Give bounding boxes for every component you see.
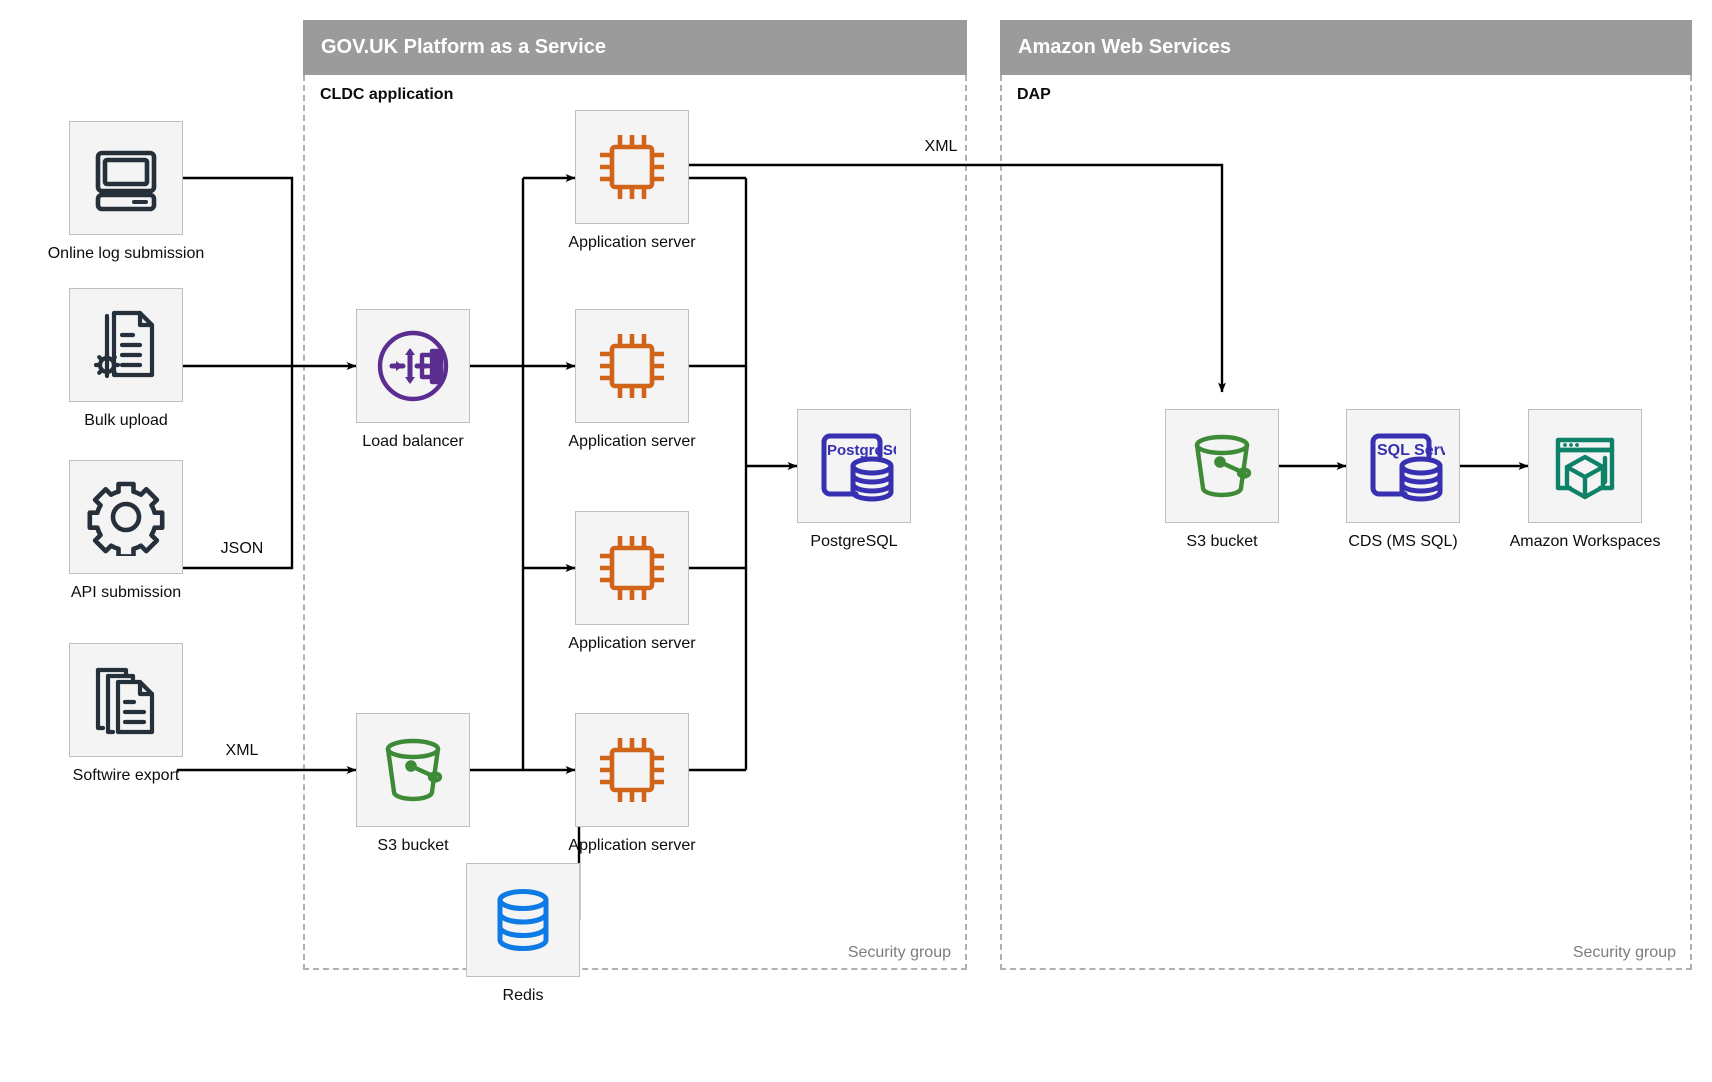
node-label-amazon-workspaces: Amazon Workspaces — [1509, 533, 1661, 550]
sql-server-badge-text: SQL Server — [1377, 442, 1445, 459]
node-label-redis: Redis — [502, 987, 544, 1004]
s3-bucket-icon — [1165, 409, 1279, 523]
sub-label-dap: DAP — [1017, 86, 1051, 103]
node-app-server-3[interactable]: Application server — [568, 511, 696, 653]
redis-database-icon — [466, 863, 580, 977]
sql-server-icon: SQL Server — [1346, 409, 1460, 523]
node-amazon-workspaces[interactable]: Amazon Workspaces — [1510, 409, 1660, 551]
node-load-balancer[interactable]: Load balancer — [356, 309, 470, 451]
edge-label-json: JSON — [220, 540, 264, 557]
node-cds-ms-sql[interactable]: SQL Server CDS (MS SQL) — [1346, 409, 1460, 551]
postgresql-icon: PostgreSQL — [797, 409, 911, 523]
node-softwire-export[interactable]: Softwire export — [69, 643, 183, 785]
documents-stack-icon — [69, 643, 183, 757]
edge-label-xml-dap: XML — [924, 138, 958, 155]
node-app-server-4[interactable]: Application server — [568, 713, 696, 855]
gear-icon — [69, 460, 183, 574]
node-label-cds-ms-sql: CDS (MS SQL) — [1348, 533, 1458, 550]
security-group-aws: Security group — [1000, 75, 1692, 970]
node-label-softwire-export: Softwire export — [72, 767, 180, 784]
security-group-paas: Security group — [303, 75, 967, 970]
group-header-aws: Amazon Web Services — [1000, 20, 1692, 75]
cpu-chip-icon — [575, 309, 689, 423]
document-gear-icon — [69, 288, 183, 402]
node-bulk-upload[interactable]: Bulk upload — [69, 288, 183, 430]
node-label-bulk-upload: Bulk upload — [84, 412, 168, 429]
node-label-app-server-2: Application server — [568, 433, 696, 450]
cpu-chip-icon — [575, 511, 689, 625]
node-postgresql[interactable]: PostgreSQL PostgreSQL — [797, 409, 911, 551]
node-online-log-submission[interactable]: Online log submission — [48, 121, 204, 263]
security-group-label-aws: Security group — [1572, 944, 1676, 961]
node-label-app-server-1: Application server — [568, 234, 696, 251]
security-group-label-paas: Security group — [847, 944, 951, 961]
amazon-workspaces-icon — [1528, 409, 1642, 523]
node-label-app-server-3: Application server — [568, 635, 696, 652]
edge-label-xml-softwire: XML — [225, 742, 259, 759]
group-title-paas: GOV.UK Platform as a Service — [321, 36, 606, 58]
cpu-chip-icon — [575, 110, 689, 224]
node-redis[interactable]: Redis — [466, 863, 580, 1005]
node-app-server-1[interactable]: Application server — [568, 110, 696, 252]
node-app-server-2[interactable]: Application server — [568, 309, 696, 451]
node-label-api-submission: API submission — [70, 584, 182, 601]
desktop-computer-icon — [69, 121, 183, 235]
cpu-chip-icon — [575, 713, 689, 827]
postgresql-badge-text: PostgreSQL — [827, 442, 896, 459]
node-label-postgresql: PostgreSQL — [810, 533, 898, 550]
node-label-app-server-4: Application server — [568, 837, 696, 854]
sub-label-cldc-application: CLDC application — [320, 86, 454, 103]
group-header-paas: GOV.UK Platform as a Service — [303, 20, 967, 75]
node-s3-bucket-aws[interactable]: S3 bucket — [1165, 409, 1279, 551]
group-title-aws: Amazon Web Services — [1018, 36, 1232, 58]
node-label-online-log-submission: Online log submission — [47, 245, 205, 262]
node-label-load-balancer: Load balancer — [362, 433, 464, 450]
node-api-submission[interactable]: API submission — [69, 460, 183, 602]
load-balancer-icon — [356, 309, 470, 423]
node-label-s3-bucket-aws: S3 bucket — [1186, 533, 1258, 550]
node-s3-bucket-paas[interactable]: S3 bucket — [356, 713, 470, 855]
node-label-s3-bucket-paas: S3 bucket — [377, 837, 449, 854]
s3-bucket-icon — [356, 713, 470, 827]
